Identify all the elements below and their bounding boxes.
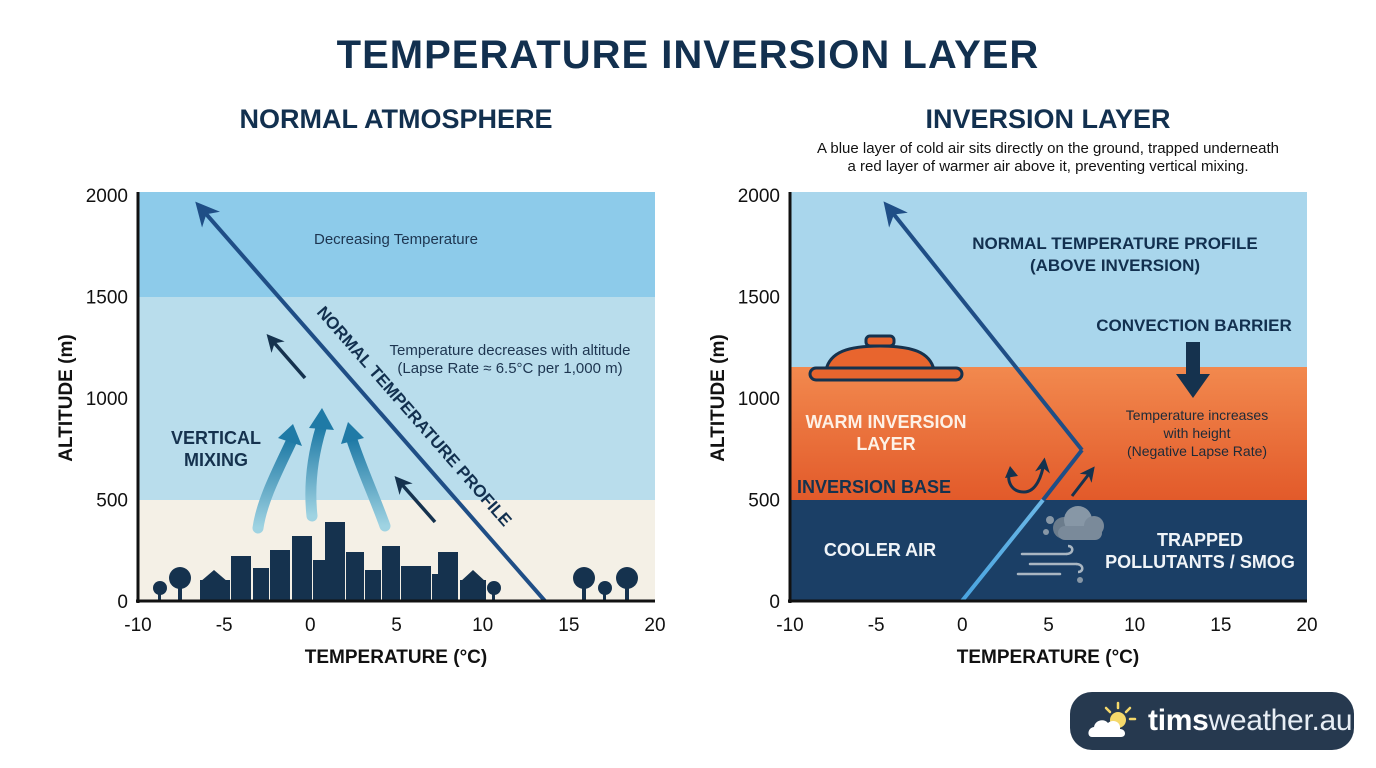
brand-badge[interactable]: timsweather.au	[1070, 692, 1354, 750]
right-panel-title: INVERSION LAYER	[925, 104, 1170, 134]
normal-temperature-profile-line	[195, 201, 547, 603]
left-x-tick-label: 20	[644, 615, 665, 636]
mixing-arrow-left-head	[278, 424, 302, 446]
left-x-tick-label: -10	[124, 615, 151, 636]
right-x-tick-label: 5	[1043, 615, 1054, 636]
left-y-tick-label: 2000	[86, 186, 128, 207]
brand-name-bold: tims	[1148, 704, 1209, 737]
blocked-air-arrow-left-tail	[1005, 466, 1018, 478]
warm-inversion-layer	[790, 367, 1307, 500]
inversion-profile-cold-segment	[960, 498, 1045, 603]
upper-profile-label-line2: (ABOVE INVERSION)	[1030, 256, 1200, 275]
right-y-tick-label: 1500	[738, 288, 780, 309]
smog-cloud-icon	[1016, 506, 1104, 583]
mixing-arrow-center-head	[309, 408, 334, 430]
lapse-rate-note-line1: Temperature decreases with altitude	[390, 342, 631, 359]
mixing-arrow-right	[346, 434, 391, 532]
trapped-pollutants-label-line2: POLLUTANTS / SMOG	[1105, 552, 1295, 572]
band-label-decreasing: Decreasing Temperature	[314, 231, 478, 248]
right-panel-description-line1: A blue layer of cold air sits directly o…	[817, 140, 1279, 157]
right-y-axis-label: ALTITUDE (m)	[708, 334, 729, 461]
right-x-tick-labels: -10 -5 0 5 10 15 20	[776, 615, 1317, 636]
left-panel-title: NORMAL ATMOSPHERE	[239, 104, 552, 134]
convection-barrier-arrow-icon	[1176, 342, 1210, 398]
right-x-tick-label: 10	[1124, 615, 1145, 636]
sun-cloud-icon	[1088, 701, 1137, 737]
brand-name: timsweather.au	[1148, 704, 1353, 738]
cooler-air-label: COOLER AIR	[824, 540, 936, 560]
left-y-tick-label: 500	[96, 491, 128, 512]
trapped-pollutants-label-line1: TRAPPED	[1157, 530, 1243, 550]
left-y-tick-label: 0	[117, 592, 128, 613]
left-x-tick-label: 10	[472, 615, 493, 636]
right-x-tick-label: 20	[1296, 615, 1317, 636]
left-x-tick-labels: -10 -5 0 5 10 15 20	[124, 615, 665, 636]
rising-air-arrow-upper	[266, 334, 307, 380]
left-x-tick-label: 15	[558, 615, 579, 636]
sky-band-mid	[138, 297, 655, 500]
left-x-tick-label: 0	[305, 615, 316, 636]
right-panel-description-line2: a red layer of warmer air above it, prev…	[847, 158, 1248, 175]
left-panel: NORMAL ATMOSPHERE Decreasing Temperature…	[56, 104, 666, 668]
mixing-arrow-right-head	[341, 422, 364, 444]
right-y-tick-label: 2000	[738, 186, 780, 207]
vertical-mixing-label-line1: VERTICAL	[171, 428, 261, 448]
left-y-axis-label: ALTITUDE (m)	[56, 334, 77, 461]
lapse-rate-note-line2: (Lapse Rate ≈ 6.5°C per 1,000 m)	[397, 360, 622, 377]
sky-band-top	[138, 192, 655, 297]
warm-inversion-label-line2: LAYER	[856, 434, 915, 454]
left-y-tick-labels: 0 500 1000 1500 2000	[86, 186, 128, 613]
left-x-tick-label: -5	[216, 615, 233, 636]
right-x-axis-label: TEMPERATURE (°C)	[957, 647, 1139, 668]
right-x-tick-label: -5	[868, 615, 885, 636]
left-y-tick-label: 1000	[86, 389, 128, 410]
inversion-profile-upper-segment	[883, 201, 1084, 452]
right-y-tick-labels: 0 500 1000 1500 2000	[738, 186, 780, 613]
left-x-tick-label: 5	[391, 615, 402, 636]
left-x-axis-label: TEMPERATURE (°C)	[305, 647, 487, 668]
right-panel: INVERSION LAYER A blue layer of cold air…	[708, 104, 1318, 668]
vertical-mixing-label-line2: MIXING	[184, 450, 248, 470]
blocked-air-arrow-left	[1007, 457, 1050, 494]
mixing-arrow-center	[305, 422, 327, 522]
right-y-tick-label: 500	[748, 491, 780, 512]
lid-icon	[808, 334, 964, 382]
inversion-profile-warm-segment	[1041, 448, 1084, 502]
left-y-tick-label: 1500	[86, 288, 128, 309]
increase-note-line3: (Negative Lapse Rate)	[1127, 443, 1267, 459]
blocked-air-arrow-right	[1070, 466, 1095, 497]
mixing-arrow-left	[252, 434, 298, 534]
main-title: TEMPERATURE INVERSION LAYER	[337, 33, 1040, 77]
rising-air-arrow-lower	[394, 476, 437, 524]
inversion-base-label: INVERSION BASE	[797, 477, 951, 497]
convection-barrier-label: CONVECTION BARRIER	[1096, 316, 1292, 335]
right-x-tick-label: 15	[1210, 615, 1231, 636]
right-x-tick-label: -10	[776, 615, 803, 636]
city-skyline-icon	[153, 522, 638, 601]
right-y-tick-label: 1000	[738, 389, 780, 410]
right-y-tick-label: 0	[769, 592, 780, 613]
brand-name-light: weather.au	[1208, 704, 1353, 737]
warm-inversion-label-line1: WARM INVERSION	[805, 412, 966, 432]
right-x-tick-label: 0	[957, 615, 968, 636]
upper-profile-label-line1: NORMAL TEMPERATURE PROFILE	[972, 234, 1258, 253]
increase-note-line2: with height	[1163, 425, 1231, 441]
increase-note-line1: Temperature increases	[1126, 407, 1268, 423]
